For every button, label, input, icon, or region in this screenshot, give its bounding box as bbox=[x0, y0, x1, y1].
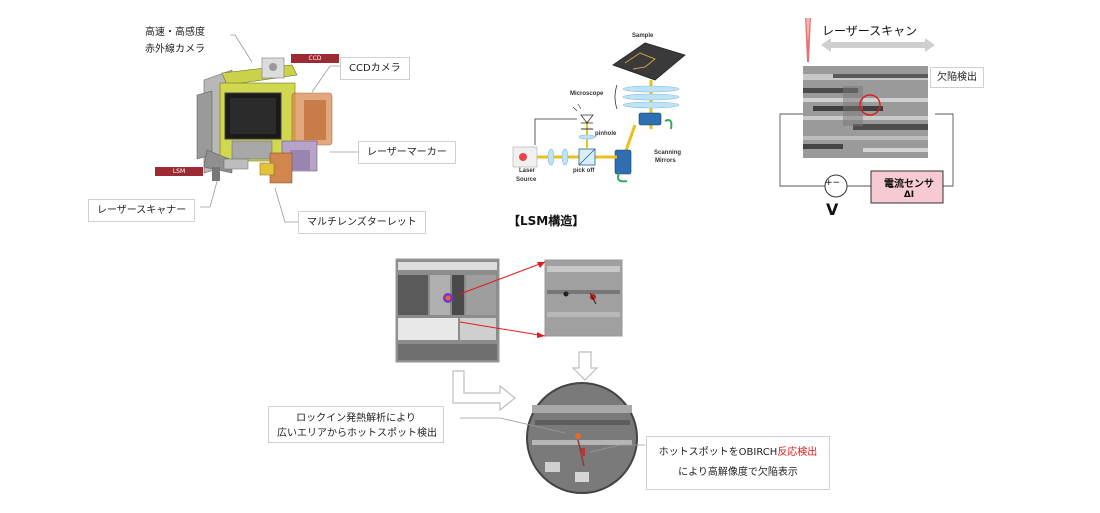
label-laser-source-line2: Source bbox=[516, 177, 537, 183]
callout-obirch-line1: ホットスポットをOBIRCH反応検出 bbox=[655, 445, 821, 460]
label-sample: Sample bbox=[632, 33, 654, 39]
lsm-caption: 【LSM構造】 bbox=[508, 214, 585, 228]
label-defect-detection: 欠陥検出 bbox=[930, 67, 984, 88]
label-current-sensor: 電流センサ bbox=[884, 179, 934, 190]
label-laser-marker: レーザーマーカー bbox=[358, 141, 456, 164]
label-scanning-mirrors-line1: Scanning bbox=[654, 150, 682, 156]
callout-obirch-detection: ホットスポットをOBIRCH反応検出 により高解像度で欠陥表示 bbox=[646, 436, 830, 490]
obirch-schematic bbox=[779, 18, 954, 204]
label-plus-minus: +− bbox=[825, 178, 841, 188]
callout-obirch-part1: ホットスポットをOBIRCH bbox=[658, 447, 778, 458]
label-laser-scanner: レーザースキャナー bbox=[88, 199, 196, 222]
label-scanning-mirrors-line2: Mirrors bbox=[655, 158, 676, 164]
label-microscope: Microscope bbox=[570, 91, 604, 97]
label-hs-ir-camera-line2: 赤外線カメラ bbox=[145, 44, 205, 55]
callout-obirch-line2: により高解像度で欠陥表示 bbox=[678, 467, 798, 478]
label-laser-scan: レーザースキャン bbox=[822, 24, 918, 38]
tag-ccd: CCD bbox=[291, 54, 339, 63]
label-multi-lens-turret: マルチレンズターレット bbox=[298, 211, 426, 234]
callout-obirch-highlight: 反応検出 bbox=[777, 447, 818, 458]
callout-lockin-analysis: ロックイン発熱解析により 広いエリアからホットスポット検出 bbox=[268, 406, 444, 443]
callout-lockin-line1: ロックイン発熱解析により bbox=[296, 413, 416, 424]
label-hs-ir-camera-line1: 高速・高感度 bbox=[145, 27, 205, 38]
instrument-drawing bbox=[196, 57, 333, 184]
callout-lockin-line2: 広いエリアからホットスポット検出 bbox=[277, 428, 437, 439]
label-pinhole: pinhole bbox=[595, 131, 617, 137]
lsm-schematic bbox=[512, 42, 686, 183]
chip-image bbox=[803, 66, 928, 158]
label-ccd-camera: CCDカメラ bbox=[340, 57, 410, 80]
label-laser-source-line1: Laser bbox=[519, 168, 536, 174]
label-pick-off: pick off bbox=[573, 168, 595, 174]
label-voltage: V bbox=[826, 200, 839, 219]
label-delta-i: ΔI bbox=[903, 190, 915, 200]
tag-lsm: LSM bbox=[155, 167, 203, 176]
